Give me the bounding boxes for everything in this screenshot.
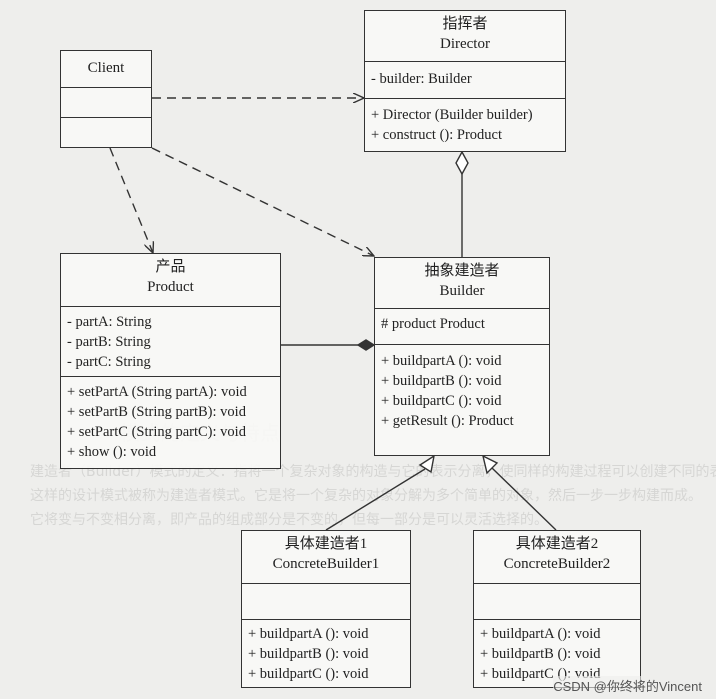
class-title-cn: 指挥者 [442,16,488,32]
class-client: Client [60,50,152,148]
class-title-en: Product [147,279,194,295]
class-title-cn: 产品 [155,259,186,275]
class-title-en: Builder [439,283,485,299]
agg-diamond-director [455,150,469,176]
dep-client-product [109,147,153,253]
method: + buildpartB (): void [248,646,369,662]
method: + setPartC (String partC): void [67,424,246,440]
method: + Director (Builder builder) [371,107,533,123]
class-product: 产品 Product - partA: String - partB: Stri… [60,253,281,469]
method: + buildpartA (): void [381,353,502,369]
attribute: - partB: String [67,334,151,350]
attribute: - partC: String [67,354,151,370]
class-concrete-builder-2: 具体建造者2 ConcreteBuilder2 + buildpartA ():… [473,530,641,688]
method: + setPartA (String partA): void [67,384,247,400]
dep-client-builder [151,147,374,256]
method: + buildpartA (): void [480,626,601,642]
class-director: 指挥者 Director - builder: Builder + Direct… [364,10,566,152]
class-title-en: Director [440,36,490,52]
watermark: CSDN @你终将的Vincent [553,676,702,695]
method: + buildpartB (): void [381,373,502,389]
method: + construct (): Product [371,127,502,143]
methods-section-empty [61,117,151,147]
class-title-en: ConcreteBuilder2 [503,556,611,572]
class-concrete-builder-1: 具体建造者1 ConcreteBuilder1 + buildpartA ():… [241,530,411,688]
attributes-section-empty [474,583,640,619]
attribute: - builder: Builder [371,71,472,87]
class-builder: 抽象建造者 Builder # product Product + buildp… [374,257,550,456]
class-title-cn: 具体建造者1 [284,536,368,552]
method: + buildpartC (): void [381,393,502,409]
comp-diamond-builder [356,339,376,351]
method: + getResult (): Product [381,413,514,429]
attribute: # product Product [381,316,485,332]
attribute: - partA: String [67,314,152,330]
gen-cb1-builder [325,468,426,531]
method: + show (): void [67,444,157,460]
gen-cb2-builder [491,467,557,531]
method: + buildpartC (): void [248,666,369,682]
gen-triangle-cb1 [418,454,435,474]
gen-triangle-cb2 [481,454,499,475]
class-title-en: Client [87,60,125,76]
class-title-en: ConcreteBuilder1 [272,556,380,572]
method: + buildpartA (): void [248,626,369,642]
attributes-section-empty [242,583,410,619]
method: + setPartB (String partB): void [67,404,246,420]
attributes-section-empty [61,87,151,117]
class-title-cn: 具体建造者2 [515,536,599,552]
class-title-cn: 抽象建造者 [424,263,500,279]
method: + buildpartB (): void [480,646,601,662]
